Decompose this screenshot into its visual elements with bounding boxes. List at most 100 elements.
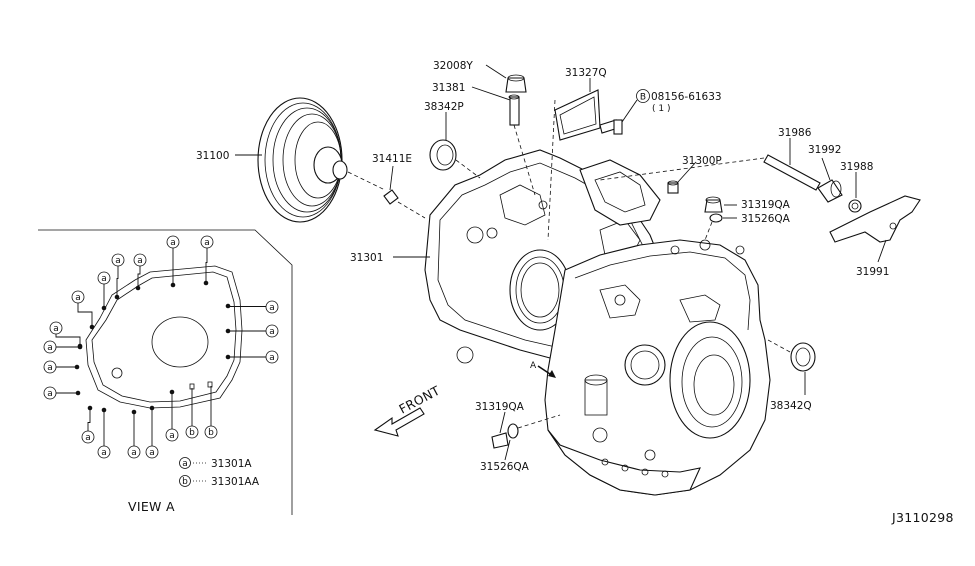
callout-bubble-b	[204, 425, 218, 439]
callout-bolt-dot	[169, 389, 175, 395]
callout-letter-a: a	[269, 303, 275, 313]
callout-letter-a: a	[149, 448, 155, 458]
pin-31381	[508, 94, 520, 126]
washer-31526qa-bottom	[507, 423, 519, 439]
label-38342Q: 38342Q	[770, 400, 812, 412]
seal-31411e	[383, 189, 399, 205]
callout-letter-a: a	[47, 363, 53, 373]
callout-letter-a: a	[53, 324, 59, 334]
label-31526QA-bottom: 31526QA	[480, 461, 530, 473]
label-31411E: 31411E	[372, 153, 412, 165]
callout-bubble-a	[97, 271, 111, 285]
plug-32008y	[505, 74, 527, 93]
callout-letter-a: a	[269, 353, 275, 363]
callout-letter-a: a	[269, 327, 275, 337]
callout-bubble-a	[43, 386, 57, 400]
callout-bubble-a	[127, 445, 141, 459]
callout-bolt-dot	[101, 407, 107, 413]
bolt-circle-symbol	[636, 89, 650, 103]
callout-letter-a: a	[85, 433, 91, 443]
bolt-08156-61633	[599, 119, 623, 135]
legend-b-part: 31301AA	[211, 476, 260, 488]
callout-letter-a: a	[101, 274, 107, 284]
callout-leader	[87, 408, 91, 437]
plug-31319qa-bottom	[491, 432, 509, 449]
callout-bubble-a	[81, 430, 95, 444]
label-31992: 31992	[808, 144, 841, 156]
callout-letter-a: a	[204, 238, 210, 248]
callout-bubble-a	[97, 445, 111, 459]
view-a-title: VIEW A	[128, 499, 175, 514]
plug-31319qa-top	[704, 196, 723, 213]
label-31301: 31301	[350, 252, 383, 264]
callout-leader	[116, 260, 119, 297]
callout-bubble-a	[43, 360, 57, 374]
washer-31526qa-top	[709, 213, 723, 223]
callout-letter-b: b	[189, 428, 195, 438]
callout-letter-a: a	[101, 448, 107, 458]
callout-bubble-a	[111, 253, 125, 267]
view-a-arrow	[537, 365, 556, 378]
legend-a-part: 31301A	[211, 458, 252, 470]
callout-bubble-a	[265, 324, 279, 338]
bushing-31992	[817, 179, 843, 203]
callout-letter-a: a	[75, 293, 81, 303]
label-31319QA-bottom: 31319QA	[475, 401, 525, 413]
legend-b-bubble	[179, 475, 191, 487]
callout-letter-a: a	[47, 389, 53, 399]
cover-31327q	[554, 89, 601, 141]
label-31327Q: 31327Q	[565, 67, 607, 79]
seal-38342p	[429, 139, 457, 171]
legend-b-symbol: b	[182, 477, 188, 487]
callout-bolt-dot	[170, 282, 176, 288]
callout-bolt-dot	[75, 390, 81, 396]
seal-38342q	[790, 342, 816, 372]
view-a-arrow-label: A	[530, 361, 537, 371]
bolt-circle-letter: B	[640, 93, 646, 103]
callout-bolt-dot	[74, 364, 80, 370]
view-a-legend: a 31301A b 31301AA	[179, 457, 260, 488]
callout-bubble-a	[43, 340, 57, 354]
diagram-id: J3110298	[891, 510, 954, 525]
legend-a-bubble	[179, 457, 191, 469]
callout-bubble-a	[200, 235, 214, 249]
callout-bolt-dot	[203, 280, 209, 286]
callout-bubble-a	[145, 445, 159, 459]
callout-bolt-dot	[77, 344, 83, 350]
label-08156-61633: 08156-61633	[651, 91, 722, 103]
pin-31300p	[667, 180, 679, 194]
callout-bubble-a	[265, 350, 279, 364]
view-a-frame	[38, 229, 293, 515]
view-a-gasket	[85, 265, 243, 409]
callout-bubble-a	[265, 300, 279, 314]
label-31991: 31991	[856, 266, 889, 278]
label-32008Y: 32008Y	[433, 60, 473, 72]
front-arrow	[373, 407, 425, 437]
callout-bolt-dot	[131, 409, 137, 415]
label-31988: 31988	[840, 161, 873, 173]
callout-letter-a: a	[169, 431, 175, 441]
callout-bolt-dot	[114, 294, 120, 300]
legend-a-symbol: a	[182, 459, 188, 469]
callout-leader	[205, 242, 208, 283]
label-31300P: 31300P	[682, 155, 722, 167]
callout-bolt-dot	[89, 324, 95, 330]
callout-letter-a: a	[170, 238, 176, 248]
callout-bolt-dot	[87, 405, 93, 411]
callout-bolt-dot	[225, 328, 231, 334]
label-31526QA-top: 31526QA	[741, 213, 791, 225]
torque-converter	[257, 97, 348, 223]
label-31100: 31100	[196, 150, 229, 162]
callout-bubble-a	[71, 290, 85, 304]
label-31319QA-top: 31319QA	[741, 199, 791, 211]
shaft-31986	[763, 154, 821, 191]
callout-bubble-a	[166, 235, 180, 249]
callout-letter-a: a	[131, 448, 137, 458]
callout-letter-b: b	[208, 428, 214, 438]
seal-31988	[848, 199, 862, 213]
callout-letter-a: a	[47, 343, 53, 353]
callout-bubble-a	[133, 253, 147, 267]
